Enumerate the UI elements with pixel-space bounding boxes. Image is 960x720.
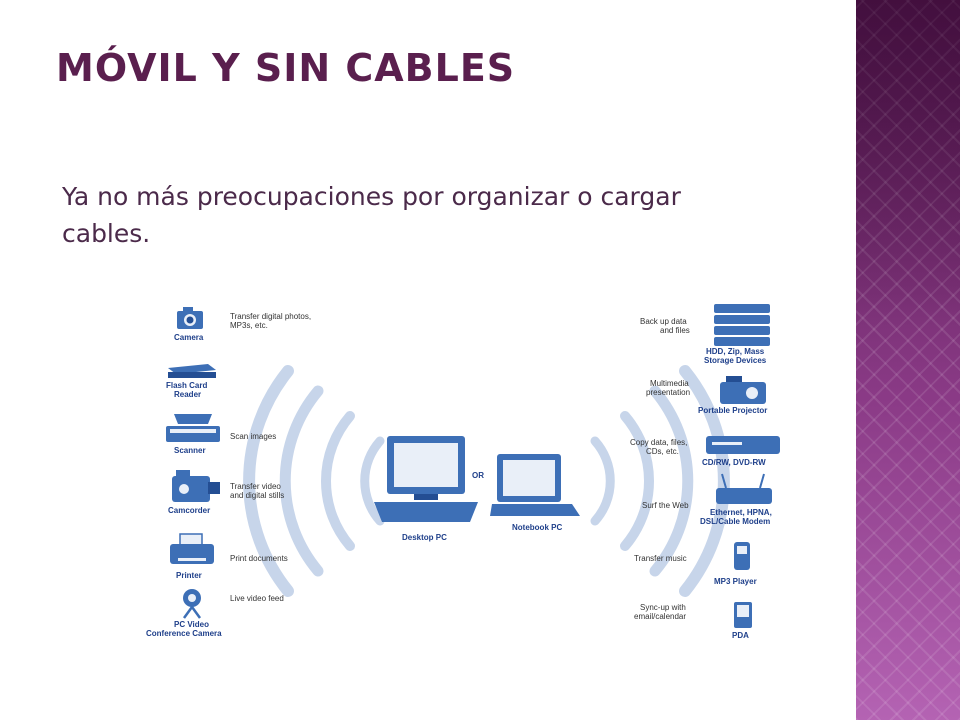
pda-caption-line-1: Sync-up with — [640, 603, 686, 612]
pda-label: PDA — [732, 631, 749, 640]
flash-card-reader-label-line-1: Flash Card — [166, 381, 207, 390]
projector-caption-line-1: Multimedia — [650, 379, 689, 388]
storage-caption-line-2: and files — [660, 326, 690, 335]
scanner-label: Scanner — [174, 446, 206, 455]
optical-drive-icon — [706, 436, 780, 454]
scanner-icon — [166, 414, 220, 442]
mp3-player-label: MP3 Player — [714, 577, 757, 586]
scanner-caption: Scan images — [230, 432, 276, 441]
webcam-icon — [182, 589, 202, 619]
projector-label: Portable Projector — [698, 406, 767, 415]
printer-caption: Print documents — [230, 554, 288, 563]
optical-drive-label: CD/RW, DVD-RW — [702, 458, 766, 467]
flash-card-reader-icon — [168, 364, 216, 378]
pda-caption-line-2: email/calendar — [634, 612, 686, 621]
camera-caption-line-2: MP3s, etc. — [230, 321, 268, 330]
camera-icon — [177, 307, 203, 329]
camera-caption-line-1: Transfer digital photos, — [230, 312, 311, 321]
camcorder-icon — [172, 470, 220, 502]
webcam-label-line-1: PC Video — [174, 620, 209, 629]
desktop-pc-label: Desktop PC — [402, 533, 447, 542]
slide-title: MÓVIL Y SIN CABLES — [56, 46, 516, 90]
router-icon — [716, 473, 772, 504]
storage-label-line-1: HDD, Zip, Mass — [706, 347, 765, 356]
slide-body-text: Ya no más preocupaciones por organizar o… — [62, 182, 681, 248]
printer-label: Printer — [176, 571, 202, 580]
projector-caption-line-2: presentation — [646, 388, 690, 397]
or-label: OR — [472, 471, 484, 480]
mp3-player-icon — [734, 542, 750, 570]
projector-icon — [720, 376, 766, 404]
camcorder-label: Camcorder — [168, 506, 210, 515]
wireless-waves-right — [590, 365, 730, 597]
optical-drive-caption-line-2: CDs, etc. — [646, 447, 679, 456]
printer-icon — [170, 533, 214, 564]
decorative-side-band — [856, 0, 960, 720]
wireless-devices-diagram: Desktop PC OR Notebook PC Camera Transfe… — [146, 304, 780, 640]
router-label-line-1: Ethernet, HPNA, — [710, 508, 772, 517]
router-label-line-2: DSL/Cable Modem — [700, 517, 770, 526]
storage-icon — [714, 304, 770, 346]
webcam-caption: Live video feed — [230, 594, 284, 603]
router-caption: Surf the Web — [642, 501, 689, 510]
storage-caption-line-1: Back up data — [640, 317, 687, 326]
wireless-waves-left — [243, 365, 385, 597]
camera-label: Camera — [174, 333, 204, 342]
pda-icon — [734, 602, 752, 628]
flash-card-reader-label-line-2: Reader — [174, 390, 201, 399]
mp3-player-caption: Transfer music — [634, 554, 687, 563]
camcorder-caption-line-1: Transfer video — [230, 482, 281, 491]
camcorder-caption-line-2: and digital stills — [230, 491, 284, 500]
optical-drive-caption-line-1: Copy data, files, — [630, 438, 687, 447]
webcam-label-line-2: Conference Camera — [146, 629, 222, 638]
notebook-pc-label: Notebook PC — [512, 523, 562, 532]
desktop-pc-icon — [374, 436, 478, 522]
notebook-pc-icon — [490, 454, 580, 516]
storage-label-line-2: Storage Devices — [704, 356, 767, 365]
